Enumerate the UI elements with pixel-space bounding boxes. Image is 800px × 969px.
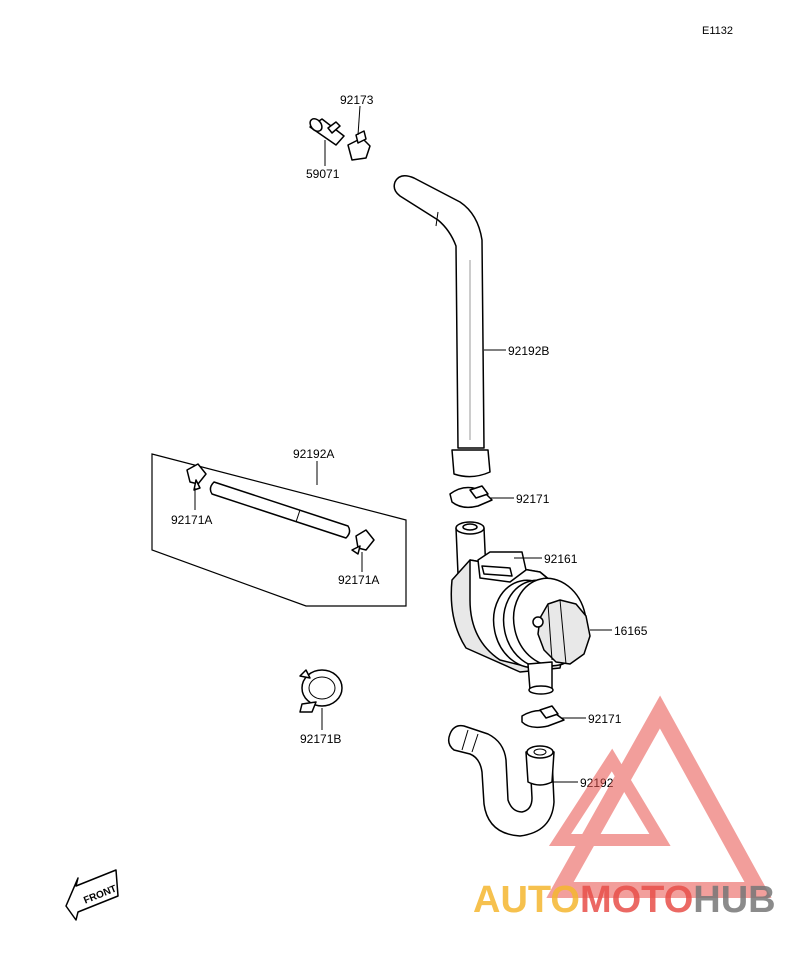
callout-92173: 92173 — [340, 93, 374, 107]
watermark-moto: MOTO — [580, 879, 693, 921]
part-92192A-tube — [209, 481, 351, 539]
svg-text:AUTOMOTOHUB: AUTOMOTOHUB — [473, 879, 776, 921]
part-92192B-hose — [393, 175, 491, 478]
part-92171-clamp-lower — [521, 705, 565, 729]
part-92171B-clamp — [299, 669, 343, 713]
front-direction-arrow: FRONT — [65, 869, 119, 921]
part-92171A-clip-1 — [186, 463, 207, 491]
watermark-logo — [546, 695, 772, 898]
callout-59071: 59071 — [306, 167, 340, 181]
part-59071-fitting — [309, 117, 345, 146]
part-92192-hose — [447, 724, 555, 837]
callout-92161: 92161 — [544, 552, 578, 566]
part-92171-clamp-upper — [449, 485, 493, 509]
part-16165-air-filter — [450, 521, 591, 695]
callout-92192A: 92192A — [293, 447, 334, 461]
callout-16165: 16165 — [614, 624, 648, 638]
watermark-auto: AUTO — [473, 879, 580, 921]
watermark-hub: HUB — [693, 879, 775, 921]
part-92171A-clip-2 — [351, 529, 375, 555]
callout-92171B: 92171B — [300, 732, 341, 746]
callout-92192B: 92192B — [508, 344, 549, 358]
watermark-text: AUTOMOTOHUB — [473, 879, 776, 921]
part-92161-bracket — [477, 551, 527, 583]
part-92173-clamp — [347, 130, 371, 161]
callout-92171A-2: 92171A — [338, 573, 379, 587]
part-92192A-set-box — [151, 453, 407, 607]
callout-92171-upper: 92171 — [516, 492, 550, 506]
callout-92171A-1: 92171A — [171, 513, 212, 527]
callout-92171-lower: 92171 — [588, 712, 622, 726]
diagram-code: E1132 — [702, 25, 733, 37]
